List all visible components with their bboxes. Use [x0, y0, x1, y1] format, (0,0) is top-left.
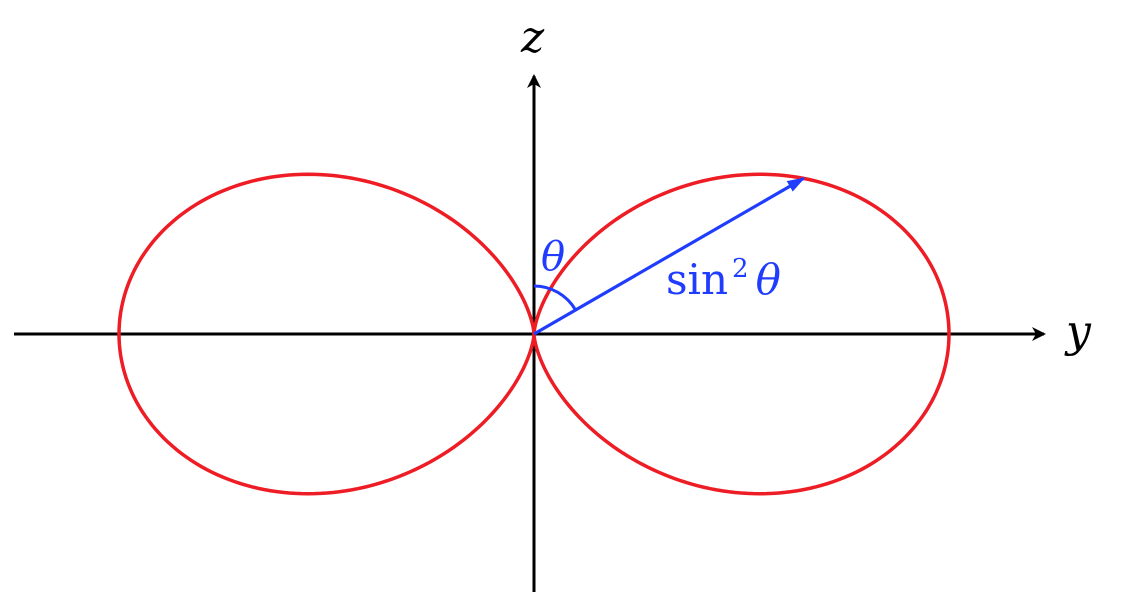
sin2theta-vector [533, 176, 806, 336]
theta-angle-arc [533, 284, 577, 311]
y-axis-label: y [1064, 306, 1092, 357]
vector-label: sin 2 θ [666, 254, 781, 304]
right-lobe [532, 172, 951, 496]
theta-label: θ [541, 234, 565, 280]
left-lobe [117, 172, 536, 496]
z-axis-label: z [520, 12, 545, 63]
